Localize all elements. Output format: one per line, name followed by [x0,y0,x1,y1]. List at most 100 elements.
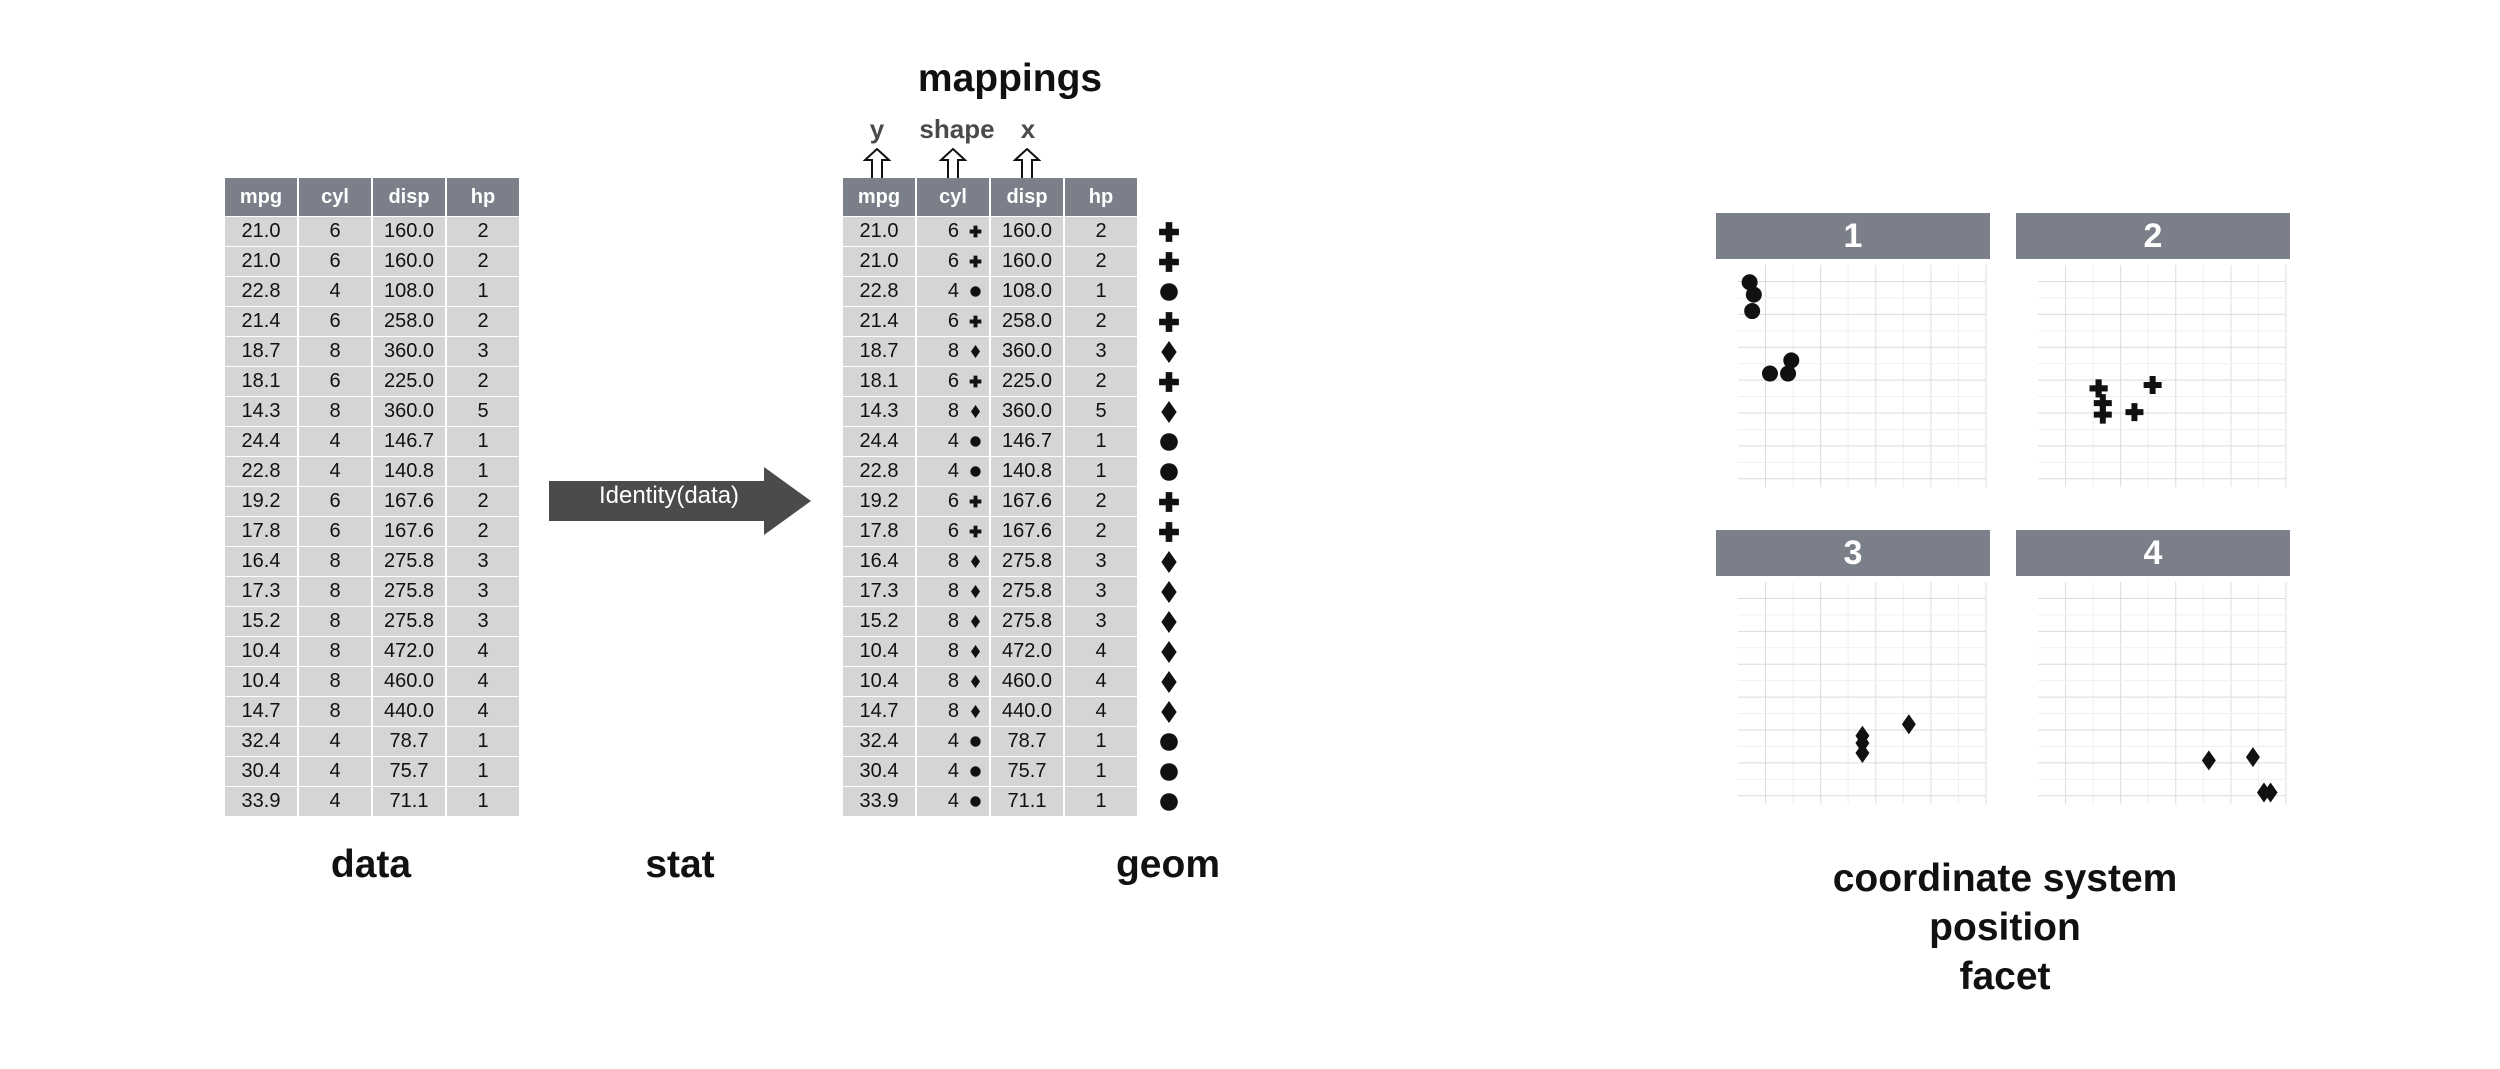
geom-label: geom [1115,843,1220,886]
mapped-table-cell-hp: 3 [1065,547,1137,576]
mapped-table-cell-hp: 2 [1065,517,1137,546]
data-table-header-disp: disp [373,178,445,216]
plus-shape-icon [1159,492,1179,512]
data-table-cell-hp: 3 [447,607,519,636]
mapped-table-cell-cyl: 8 [917,607,989,636]
geom-shape [1155,728,1183,756]
mapped-table-cell-cyl: 8 [917,637,989,666]
facet-plot [2038,265,2287,487]
geom-shape [1155,368,1183,396]
data-point [1783,352,1800,369]
geom-shape [1155,398,1183,426]
mapped-table-cell-disp: 360.0 [991,397,1063,426]
mapped-table-cell-hp: 1 [1065,727,1137,756]
data-table-cell-disp: 160.0 [373,247,445,276]
facet-plot [1738,582,1987,804]
circle-shape-icon [1160,733,1178,751]
geom-shape [1155,548,1183,576]
data-table-cell-mpg: 17.8 [225,517,297,546]
mapped-table-cell-mpg: 21.0 [843,247,915,276]
diamond-shape-icon [970,675,980,688]
data-point [1855,743,1870,764]
geom-shape [1155,248,1183,276]
mapped-table-cell-mpg: 19.2 [843,487,915,516]
mapped-table-cell-cyl: 4 [917,277,989,306]
data-table-cell-mpg: 10.4 [225,667,297,696]
data-table-cell-hp: 4 [447,697,519,726]
mapped-table-cell-cyl: 8 [917,337,989,366]
data-table-cell-disp: 275.8 [373,607,445,636]
facet-plot [1738,265,1987,487]
data-table-cell-disp: 460.0 [373,667,445,696]
data-table-cell-mpg: 10.4 [225,637,297,666]
data-table-cell-mpg: 17.3 [225,577,297,606]
geom-shape [1155,578,1183,606]
mapped-table-cell-disp: 275.8 [991,547,1063,576]
coord-label: coordinate system [1832,857,2178,900]
mapped-table-cell-hp: 1 [1065,757,1137,786]
mapped-table-cell-cyl: 4 [917,757,989,786]
data-table-cell-mpg: 14.7 [225,697,297,726]
plus-shape-icon [1159,372,1179,392]
facet-label: facet [1959,955,2051,998]
data-table-cell-mpg: 22.8 [225,277,297,306]
data-table-cell-hp: 1 [447,457,519,486]
mapped-table-cell-disp: 167.6 [991,517,1063,546]
mapped-table-cell-mpg: 15.2 [843,607,915,636]
data-table-cell-disp: 440.0 [373,697,445,726]
mapped-table-cell-mpg: 21.4 [843,307,915,336]
diamond-shape-icon [970,615,980,628]
data-table-cell-mpg: 33.9 [225,787,297,816]
plus-shape-icon [969,525,981,538]
cyl-value: 6 [947,220,959,242]
facet-panel-1: 1 [1716,213,1990,509]
data-table-cell-cyl: 4 [299,427,371,456]
plus-shape-icon [969,375,981,388]
facet-strip-label: 4 [2016,530,2290,576]
data-table-cell-hp: 1 [447,727,519,756]
mapped-table-cell-cyl: 6 [917,217,989,246]
data-table-cell-disp: 275.8 [373,547,445,576]
cyl-value: 6 [947,250,959,272]
mapped-table-cell-disp: 360.0 [991,337,1063,366]
cyl-value: 8 [947,400,959,422]
cyl-value: 4 [947,760,959,782]
plus-shape-icon [969,225,981,238]
data-table-cell-disp: 75.7 [373,757,445,786]
data-table-cell-cyl: 8 [299,667,371,696]
circle-shape-icon [969,286,981,297]
diamond-shape-icon [970,645,980,658]
data-table-cell-cyl: 4 [299,457,371,486]
mapped-table-cell-hp: 1 [1065,277,1137,306]
data-table-cell-disp: 140.8 [373,457,445,486]
mapped-table-cell-mpg: 17.3 [843,577,915,606]
mapped-table-cell-hp: 5 [1065,397,1137,426]
circle-shape-icon [1160,793,1178,811]
geom-shape [1155,608,1183,636]
data-table-cell-hp: 3 [447,337,519,366]
data-point [1745,286,1762,303]
mapped-table-cell-disp: 146.7 [991,427,1063,456]
data-point [2143,376,2162,395]
mapped-table-cell-hp: 2 [1065,367,1137,396]
data-table-header-mpg: mpg [225,178,297,216]
data-table-cell-hp: 1 [447,427,519,456]
data-table-cell-hp: 3 [447,577,519,606]
cyl-value: 4 [947,430,959,452]
circle-shape-icon [969,766,981,777]
mapped-table-cell-cyl: 4 [917,727,989,756]
data-table-cell-mpg: 16.4 [225,547,297,576]
data-point [2093,394,2112,413]
data-table-cell-disp: 472.0 [373,637,445,666]
diamond-shape-icon [1161,551,1177,573]
plus-shape-icon [969,255,981,268]
